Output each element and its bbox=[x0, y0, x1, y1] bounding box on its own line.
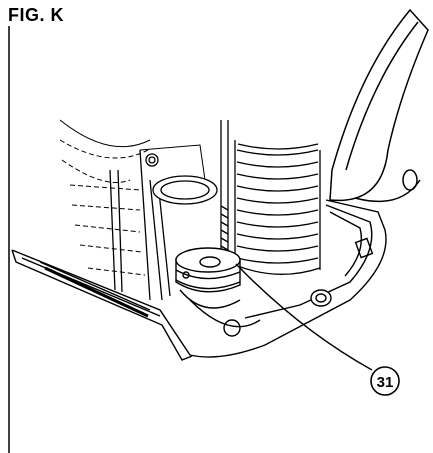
figure-title: FIG. K bbox=[8, 5, 64, 25]
threaded-rod bbox=[220, 120, 229, 258]
turret-knob bbox=[175, 247, 261, 337]
bellows-column bbox=[234, 140, 321, 275]
callout-31: 31 bbox=[370, 366, 400, 396]
handle bbox=[329, 8, 429, 203]
callout-leader-line bbox=[235, 263, 373, 371]
spindle-housing bbox=[139, 149, 218, 301]
callout-circle bbox=[370, 366, 400, 396]
callout-label: 31 bbox=[377, 374, 394, 391]
base-screw bbox=[310, 289, 332, 307]
